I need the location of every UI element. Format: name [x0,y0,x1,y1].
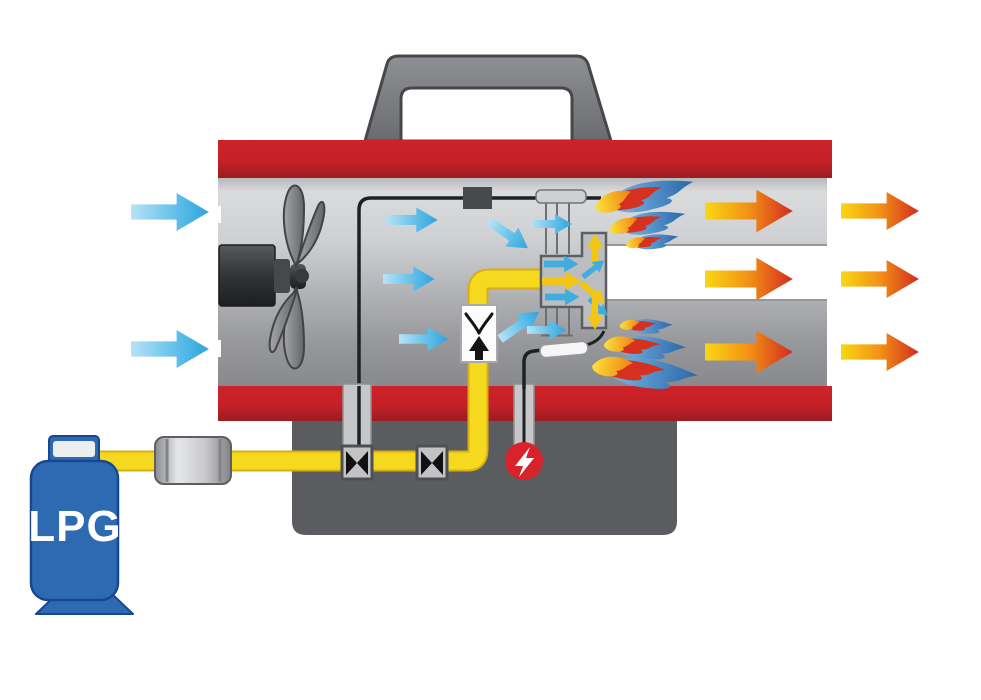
one-way-valve-icon [464,312,494,335]
orange-arrow-icon [841,260,919,298]
fan-shaft [274,259,290,293]
bowtie-valve-icon [432,451,443,475]
blue-arrow-icon [131,330,209,368]
spark-electrode [539,330,606,359]
lightning-bolt-icon [515,447,534,477]
valve-stem-sheath [342,383,372,449]
orange-arrow-icon [841,192,919,230]
shutoff-valve [340,444,374,481]
intake-notch-bottom [212,340,221,357]
control-wire [357,196,601,450]
igniter-wire-upper [522,348,544,389]
electrode-body [539,340,589,359]
lpg-label: LPG [28,502,121,551]
bowtie-valve-icon [357,451,368,475]
carry-handle [363,54,614,143]
gas-line [96,268,543,472]
orange-arrow-icon [841,333,919,371]
gas-hose [96,270,543,470]
spark-igniter [505,442,543,480]
flame-sensor [535,189,587,204]
fan-blade [282,184,306,269]
electrode-wire [585,330,606,347]
wire-junction-box [463,187,492,209]
base-housing [292,420,677,535]
blue-arrow-icon [131,193,209,231]
fan-blade [268,287,299,354]
regulator-body [154,436,232,485]
barrel-top-stripe [218,140,832,178]
check-valve-arrow [469,336,489,360]
fan-motor [218,244,276,307]
intake-notch-top [212,206,221,223]
solenoid-valve [415,444,449,481]
bowtie-valve-icon [346,451,357,475]
lpg-gas-cylinder: LPG [28,435,134,615]
fan-hub-cap [295,269,309,283]
bowtie-valve-icon [421,451,432,475]
fan-icon [218,184,326,370]
cool-air-arrows [131,193,209,368]
cylinder-body [29,459,120,602]
fan-blade [295,200,326,267]
one-way-valve [460,304,498,363]
pressure-regulator [154,436,232,485]
cylinder-collar [53,441,95,457]
